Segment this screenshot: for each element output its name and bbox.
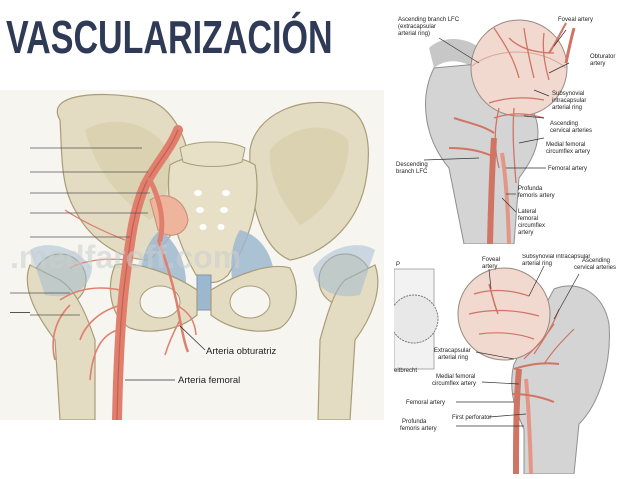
label-medial-femoral: Medial femoral: [546, 142, 585, 148]
label-ascending-branch-3: arterial ring): [398, 31, 430, 37]
hip-vascular-diagram-bottom: P eitbrecht Foveal artery Subsynovial: [394, 254, 630, 474]
label-arteria-obturatriz: Arteria obturatriz: [206, 346, 276, 357]
label-extracapsular-2: arterial ring: [438, 355, 468, 361]
label-subsynovial-bottom: Subsynovial intracapsular: [522, 254, 590, 260]
watermark: .medfaroff.com: [10, 239, 241, 275]
label-descending-2: branch LFC: [396, 169, 428, 175]
label-subsynovial: Subsynovial: [552, 91, 584, 97]
pelvis-svg: Arteria obturatriz Arteria femoral .medf…: [0, 90, 384, 420]
label-first-perforator: First perforator: [452, 415, 491, 421]
label-side-weitbrecht: eitbrecht: [394, 368, 417, 374]
obturator-artery-top: [566, 28, 574, 63]
label-ascending-branch-2: (extracapsular: [398, 24, 436, 30]
label-femoral-bottom: Femoral artery: [406, 400, 445, 406]
label-medial-bottom: Medial femoral: [436, 374, 475, 380]
label-subsynovial-2: intracapsular: [552, 98, 586, 104]
label-profunda-bottom: Profunda: [402, 419, 427, 425]
label-lateral-4: artery: [518, 230, 533, 236]
pelvis-illustration: Arteria obturatriz Arteria femoral .medf…: [0, 90, 384, 420]
label-ascending-bottom: Ascending: [582, 258, 610, 264]
label-lateral-3: circumflex: [518, 223, 545, 229]
femoral-artery-bottom: [516, 369, 519, 474]
hip-bottom-svg: P eitbrecht Foveal artery Subsynovial: [394, 254, 630, 474]
label-profunda-2: femoris artery: [518, 193, 555, 199]
label-profunda: Profunda: [518, 186, 543, 192]
label-ascending-cervical: Ascending: [550, 121, 578, 127]
label-ascending-branch: Ascending branch LFC: [398, 17, 460, 23]
label-obturator-artery: Obturator: [590, 54, 615, 60]
label-lateral-2: femoral: [518, 216, 538, 222]
label-subsynovial-3: arterial ring: [552, 105, 582, 111]
label-extracapsular: Extracapsular: [434, 348, 471, 354]
label-ascending-bottom-2: cervical arteries: [574, 265, 616, 271]
label-medial-bottom-2: circumflex artery: [432, 381, 476, 387]
pubic-symphysis: [197, 275, 211, 310]
label-arteria-femoral: Arteria femoral: [178, 375, 240, 386]
label-femoral-artery: Femoral artery: [548, 166, 587, 172]
slide-title: VASCULARIZACIÓN: [6, 10, 333, 64]
label-foveal-artery: Foveal artery: [558, 17, 593, 23]
label-foveal: Foveal: [482, 257, 500, 263]
label-side-p: P: [396, 262, 400, 268]
label-profunda-bottom-2: femoris artery: [400, 426, 437, 432]
label-subsynovial-bottom-2: arterial ring: [522, 261, 552, 267]
label-descending: Descending: [396, 162, 428, 168]
label-lateral: Lateral: [518, 209, 536, 215]
label-ascending-cervical-2: cervical arteries: [550, 128, 592, 134]
femoral-artery-top: [490, 138, 494, 244]
label-foveal-2: artery: [482, 264, 497, 270]
hip-vascular-diagram-top: Ascending branch LFC (extracapsular arte…: [394, 8, 630, 244]
label-medial-femoral-2: circumflex artery: [546, 149, 590, 155]
label-obturator-artery-2: artery: [590, 61, 605, 67]
hip-top-svg: Ascending branch LFC (extracapsular arte…: [394, 8, 630, 244]
